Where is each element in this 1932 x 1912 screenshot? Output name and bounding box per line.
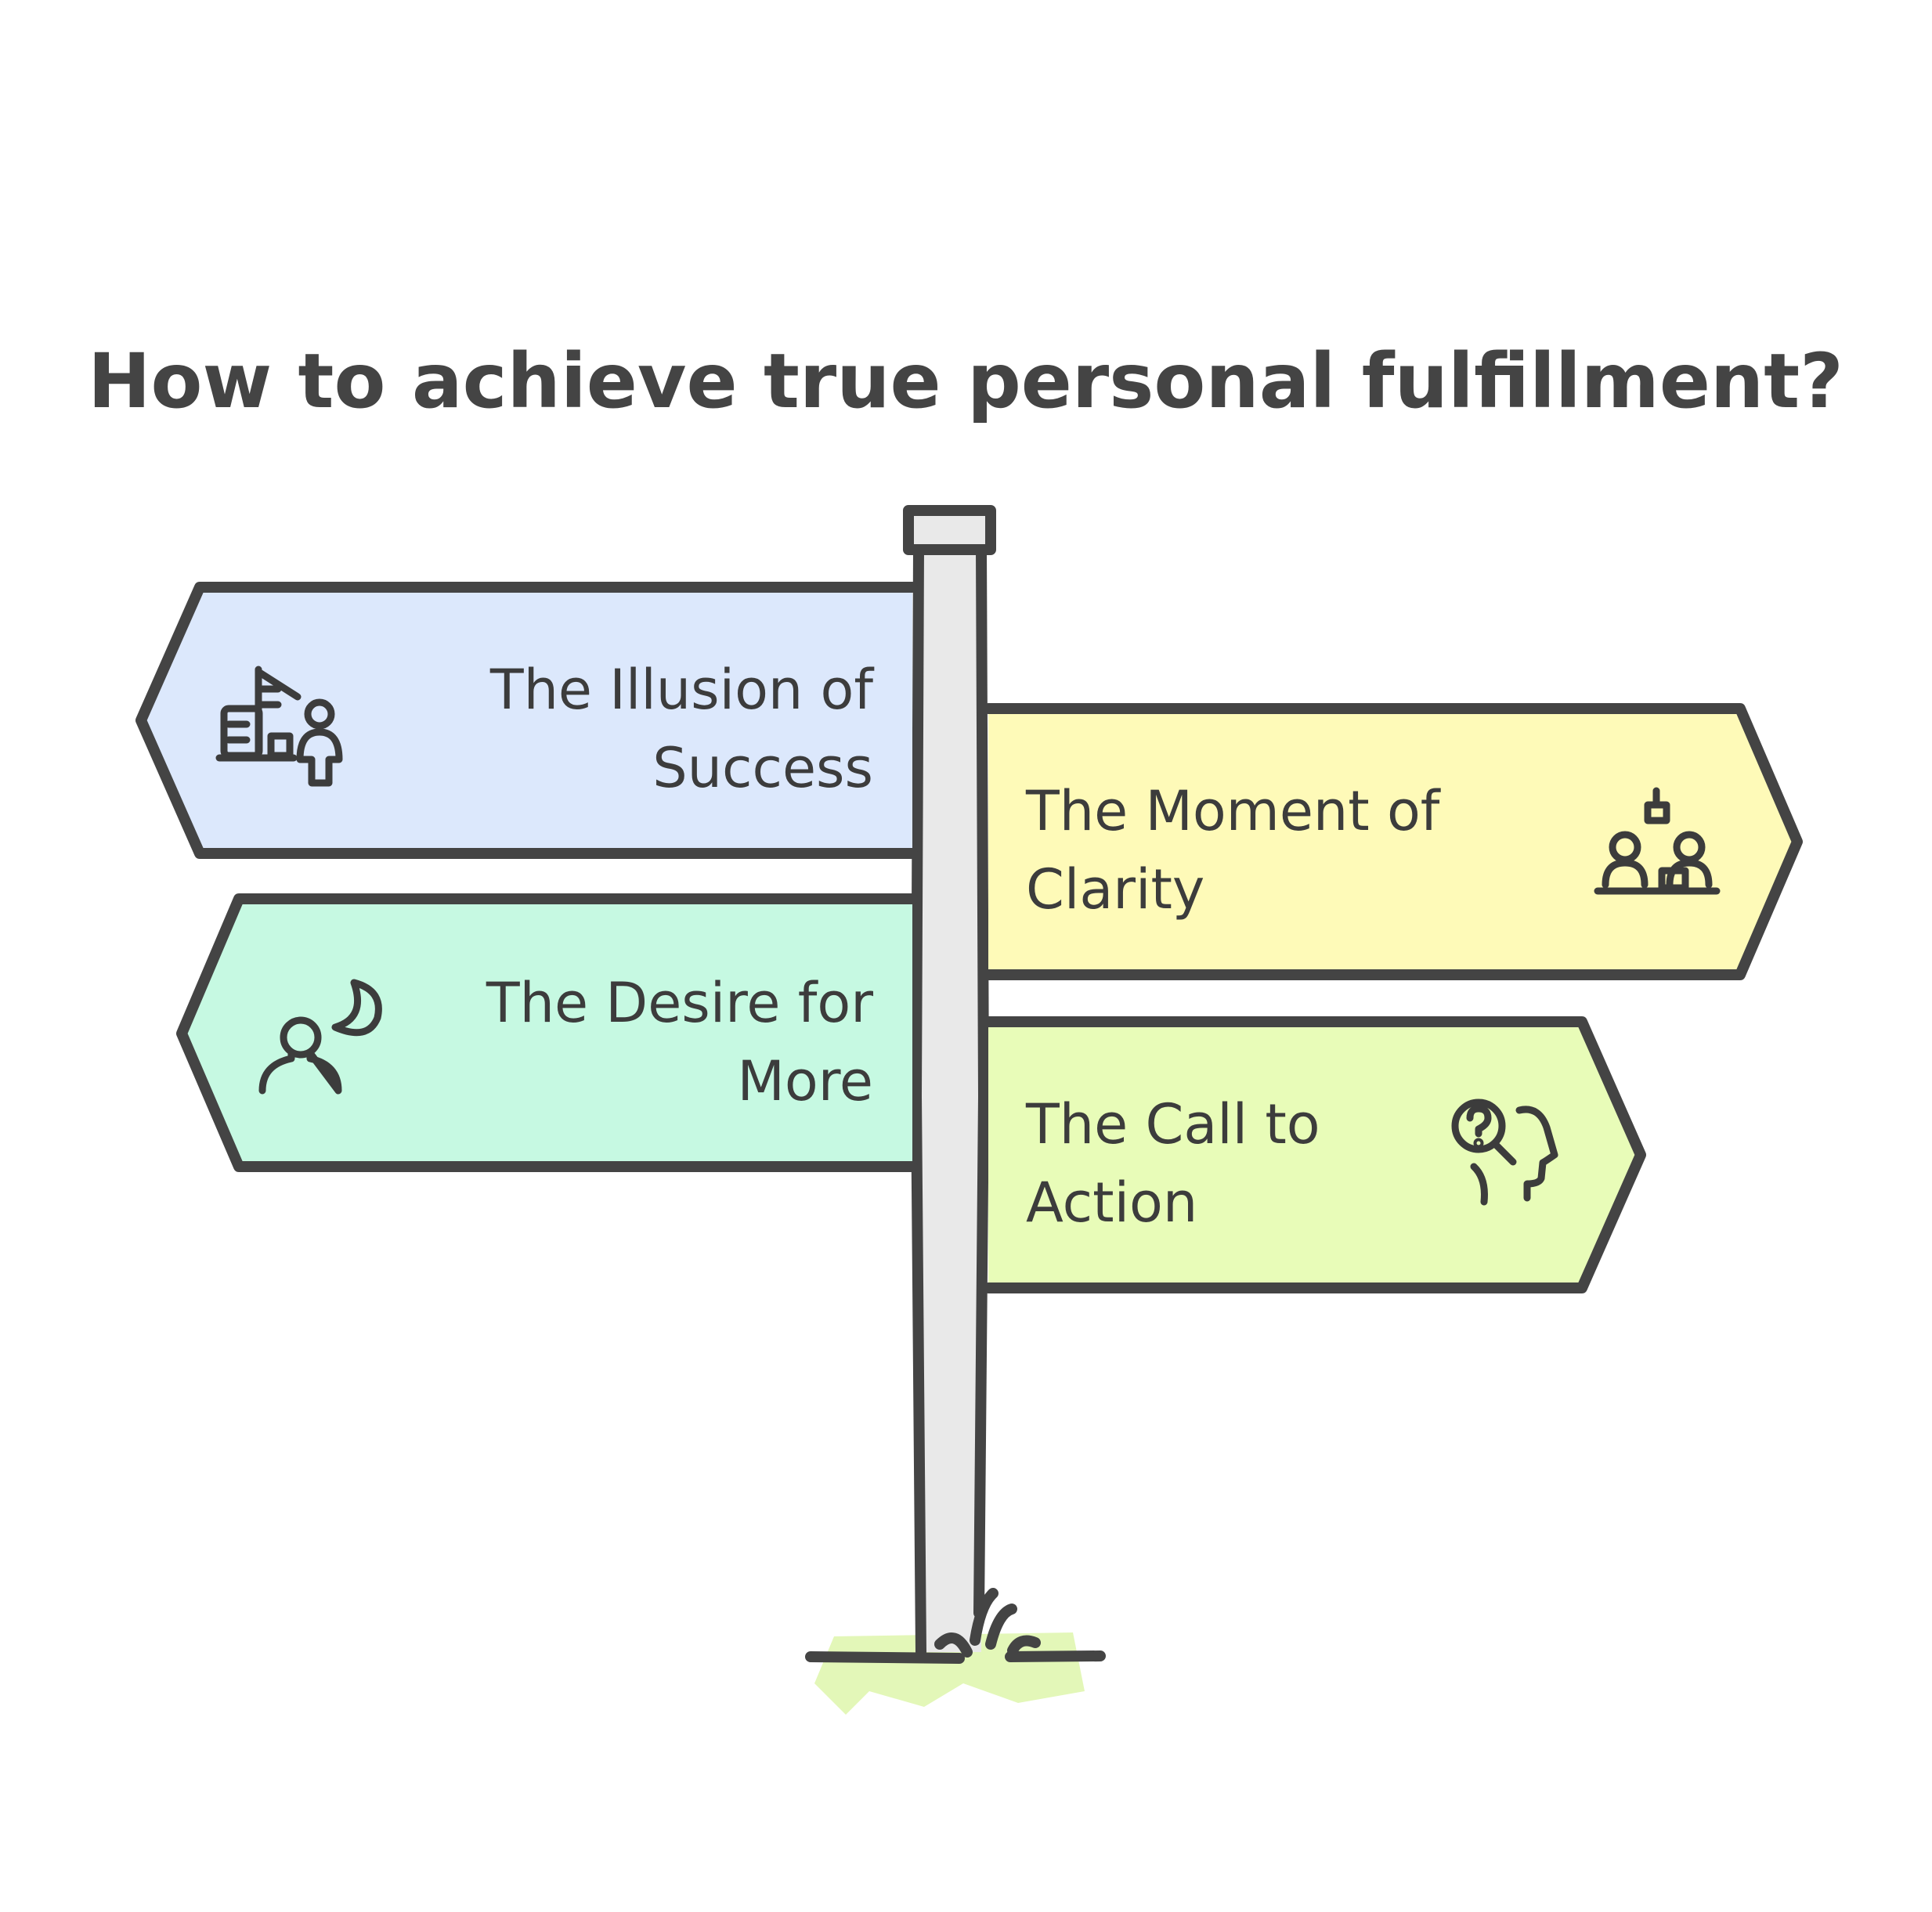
sign-label-line1: The Call to bbox=[1025, 1092, 1320, 1156]
sign-label-line1: The Desire for bbox=[486, 971, 873, 1035]
sign-fill bbox=[182, 899, 912, 1167]
sign-desire-for-more: The Desire for More bbox=[176, 893, 918, 1172]
sign-fill bbox=[988, 709, 1797, 975]
head-search-icon bbox=[1451, 1098, 1558, 1206]
sign-outline bbox=[135, 582, 918, 859]
sign-outline bbox=[983, 1016, 1646, 1293]
sign-label-line1: The Illusion of bbox=[489, 658, 875, 722]
person-moon-icon bbox=[258, 979, 382, 1095]
sign-illusion-of-success: The Illusion of Success bbox=[135, 582, 918, 859]
sign-call-to-action: The Call to Action bbox=[983, 1016, 1646, 1293]
sign-fill bbox=[988, 1022, 1641, 1288]
sign-label-line2: More bbox=[737, 1049, 873, 1113]
sign-fill bbox=[141, 587, 912, 853]
sign-outline bbox=[983, 703, 1803, 980]
people-desk-icon bbox=[1594, 787, 1721, 895]
diagram-title: How to achieve true personal fulfillment… bbox=[88, 337, 1844, 425]
sign-label-line2: Action bbox=[1026, 1171, 1197, 1235]
ground bbox=[805, 1588, 1106, 1664]
city-person-icon bbox=[215, 666, 343, 787]
sign-moment-of-clarity: The Moment of Clarity bbox=[983, 703, 1803, 980]
sign-outline bbox=[176, 893, 918, 1172]
sign-label-line2: Success bbox=[652, 736, 873, 800]
sign-label-line2: Clarity bbox=[1026, 857, 1204, 922]
sign-label-line1: The Moment of bbox=[1025, 779, 1441, 843]
signpost-pole bbox=[903, 505, 996, 1658]
